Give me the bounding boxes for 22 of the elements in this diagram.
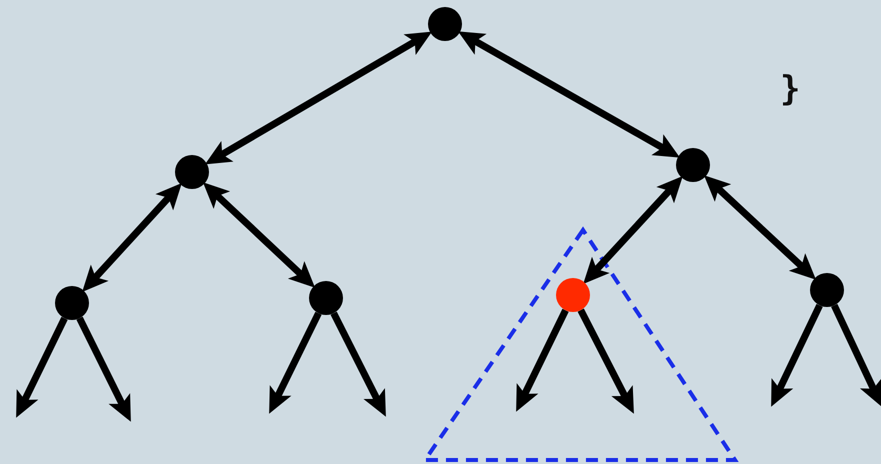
arrow bbox=[516, 308, 569, 412]
brace-symbol: } bbox=[780, 72, 800, 106]
arrow bbox=[269, 312, 322, 414]
arrow bbox=[578, 308, 634, 414]
tree-node bbox=[676, 148, 710, 182]
tree-node bbox=[309, 281, 343, 315]
tree-node bbox=[556, 278, 590, 312]
arrow bbox=[82, 183, 182, 292]
tree-node bbox=[810, 273, 844, 307]
arrow bbox=[583, 176, 683, 284]
arrow bbox=[771, 304, 823, 407]
arrow bbox=[202, 182, 316, 288]
arrow bbox=[16, 316, 68, 418]
arrow bbox=[458, 31, 680, 158]
arrow bbox=[330, 312, 386, 417]
arrow bbox=[204, 32, 432, 164]
tree-node bbox=[428, 7, 462, 41]
tree-node bbox=[55, 286, 89, 320]
tree-node bbox=[175, 155, 209, 189]
arrow bbox=[704, 175, 816, 280]
arrow bbox=[76, 316, 131, 422]
arrow bbox=[831, 304, 881, 407]
